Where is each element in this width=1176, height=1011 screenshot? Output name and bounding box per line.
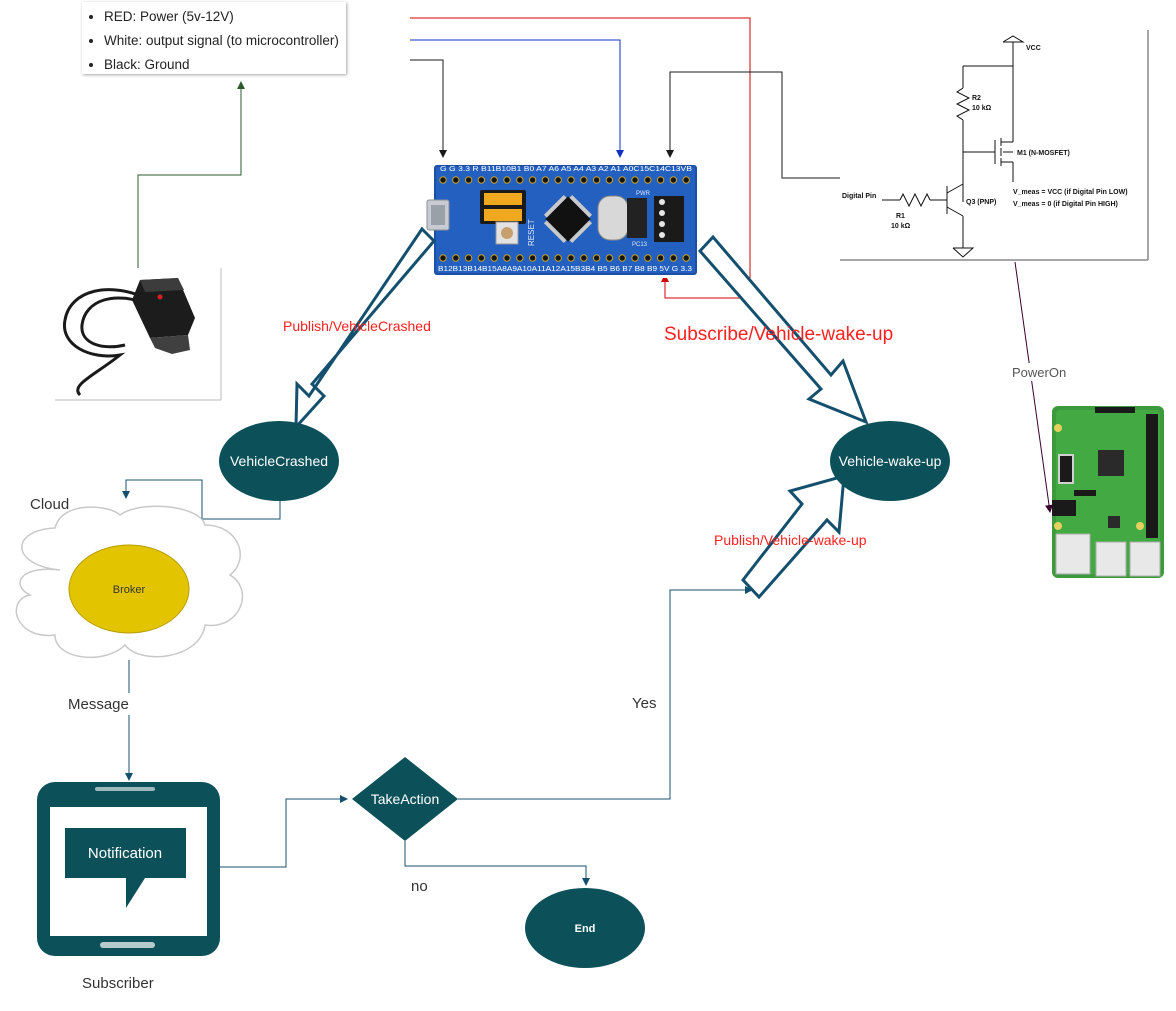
- header-pin: [581, 177, 587, 183]
- led-block: [627, 198, 647, 238]
- header-pin: [593, 177, 599, 183]
- r2-label: R2: [972, 95, 981, 102]
- publish-crashed-label: Publish/VehicleCrashed: [283, 318, 431, 334]
- circuit-schematic: VCC R2 10 kΩ M1 (N-MOSFET) Digital Pin Q…: [840, 30, 1148, 260]
- header-pin: [491, 177, 497, 183]
- wire-legend-black: Black: Ground: [104, 54, 346, 78]
- subscriber-label: Subscriber: [82, 975, 154, 992]
- header-pin: [670, 177, 676, 183]
- end-text: End: [575, 923, 596, 935]
- header-pin: [568, 177, 574, 183]
- header-pin: [645, 255, 651, 261]
- header-pin: [606, 177, 612, 183]
- take-action-text: TakeAction: [371, 791, 439, 807]
- crash-sensor-image: [55, 268, 221, 400]
- bottom-pin-labels: B12B13B14B15A8A9A10A11A12A15B3B4 B5 B6 B…: [438, 264, 692, 273]
- header-pin: [619, 255, 625, 261]
- yes-label: Yes: [632, 695, 656, 712]
- cloud-label: Cloud: [30, 496, 69, 513]
- digital-pin-label: Digital Pin: [842, 193, 876, 200]
- action-yes-connector: [458, 590, 752, 799]
- header-pin: [453, 177, 459, 183]
- r1-value-label: 10 kΩ: [891, 223, 911, 230]
- r1-label: R1: [896, 213, 905, 220]
- header-pin: [555, 255, 561, 261]
- header-pin: [529, 177, 535, 183]
- header-pin: [619, 177, 625, 183]
- vehicle-wake-up-node: Vehicle-wake-up: [830, 421, 950, 501]
- wire-legend-red: RED: Power (5v-12V): [104, 6, 346, 30]
- end-node: End: [525, 888, 645, 968]
- crystal: [598, 196, 628, 240]
- header-pin: [491, 255, 497, 261]
- phone-to-action-connector: [220, 799, 347, 867]
- header-pin: [657, 255, 663, 261]
- header-pin: [670, 255, 676, 261]
- header-pin: [542, 255, 548, 261]
- q3-label: Q3 (PNP): [966, 199, 996, 206]
- pc13-silkscreen: PC13: [632, 242, 648, 248]
- header-pin: [645, 177, 651, 183]
- message-label: Message: [68, 696, 129, 713]
- swd-header: [654, 196, 684, 242]
- header-pin: [478, 255, 484, 261]
- header-pin: [440, 177, 446, 183]
- vehicle-crashed-node: VehicleCrashed: [219, 421, 339, 501]
- header-pin: [517, 177, 523, 183]
- header-pin: [657, 177, 663, 183]
- broker-node: Broker: [69, 545, 189, 633]
- vehicle-crashed-text: VehicleCrashed: [230, 453, 328, 469]
- header-pin: [683, 255, 689, 261]
- publish-wake-label: Publish/Vehicle-wake-up: [714, 532, 867, 548]
- header-pin: [504, 255, 510, 261]
- broker-text: Broker: [113, 584, 146, 596]
- reset-silkscreen: RESET: [527, 219, 536, 246]
- header-pin: [606, 255, 612, 261]
- usb-port-inner: [431, 205, 445, 225]
- header-pin: [683, 177, 689, 183]
- top-pin-labels: G G 3.3 R B11B10B1 B0 A7 A6 A5 A4 A3 A2 …: [440, 164, 692, 173]
- header-pin: [517, 255, 523, 261]
- vmeas-low-label: V_meas = VCC (if Digital Pin LOW): [1013, 189, 1128, 196]
- header-pin: [504, 177, 510, 183]
- wire-legend: RED: Power (5v-12V) White: output signal…: [82, 2, 346, 74]
- header-pin: [465, 255, 471, 261]
- header-pin: [453, 255, 459, 261]
- header-pin: [555, 177, 561, 183]
- raspberry-pi-board: [1052, 406, 1164, 578]
- pwr-silkscreen: PWR: [636, 191, 651, 197]
- no-label: no: [411, 878, 428, 895]
- header-pin: [581, 255, 587, 261]
- header-pin: [593, 255, 599, 261]
- header-pin: [542, 177, 548, 183]
- subscribe-wake-label: Subscribe/Vehicle-wake-up: [664, 324, 893, 345]
- power-on-label: PowerOn: [1012, 365, 1066, 380]
- power-on-connector: [1015, 262, 1050, 512]
- header-pin: [529, 255, 535, 261]
- header-pin: [568, 255, 574, 261]
- notification-text: Notification: [88, 845, 162, 862]
- vmeas-high-label: V_meas = 0 (if Digital Pin HIGH): [1013, 201, 1118, 208]
- subscriber-phone: Notification: [37, 782, 220, 956]
- header-pin: [465, 177, 471, 183]
- vcc-label: VCC: [1026, 45, 1041, 52]
- microcontroller-board: RESET PWR PC13 G G 3.3 R B11B10B1 B0 A7 …: [427, 161, 699, 278]
- header-pin: [632, 177, 638, 183]
- m1-label: M1 (N-MOSFET): [1017, 150, 1070, 157]
- action-no-connector: [405, 841, 586, 885]
- vehicle-wake-up-text: Vehicle-wake-up: [839, 453, 942, 469]
- header-pin: [478, 177, 484, 183]
- header-pin: [440, 255, 446, 261]
- header-pin: [632, 255, 638, 261]
- wire-legend-white: White: output signal (to microcontroller…: [104, 30, 346, 54]
- r2-value-label: 10 kΩ: [972, 105, 992, 112]
- take-action-decision: TakeAction: [352, 757, 458, 841]
